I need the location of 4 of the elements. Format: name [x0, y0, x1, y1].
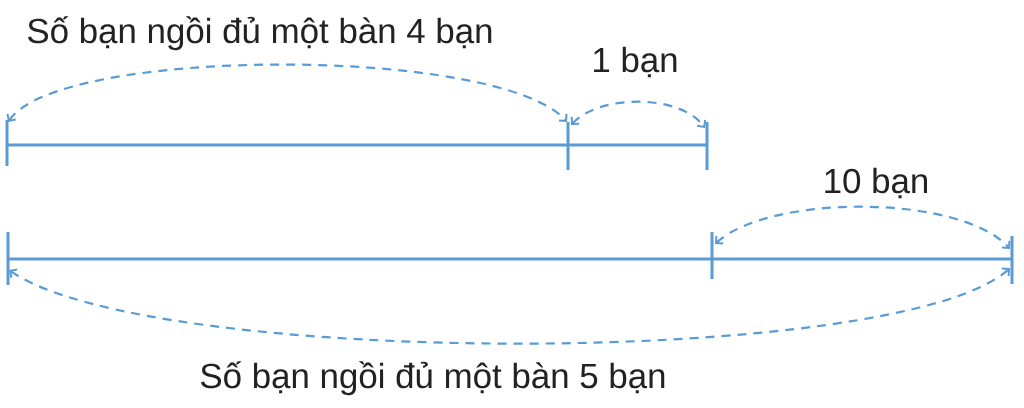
segment-label: 10 bạn: [825, 167, 927, 199]
segment-label: 1 bạn: [594, 46, 677, 78]
segment-label: Số bạn ngồi đủ một bàn 4 bạn: [27, 16, 492, 51]
segment-label: Số bạn ngồi đủ một bàn 5 bạn: [200, 361, 665, 396]
